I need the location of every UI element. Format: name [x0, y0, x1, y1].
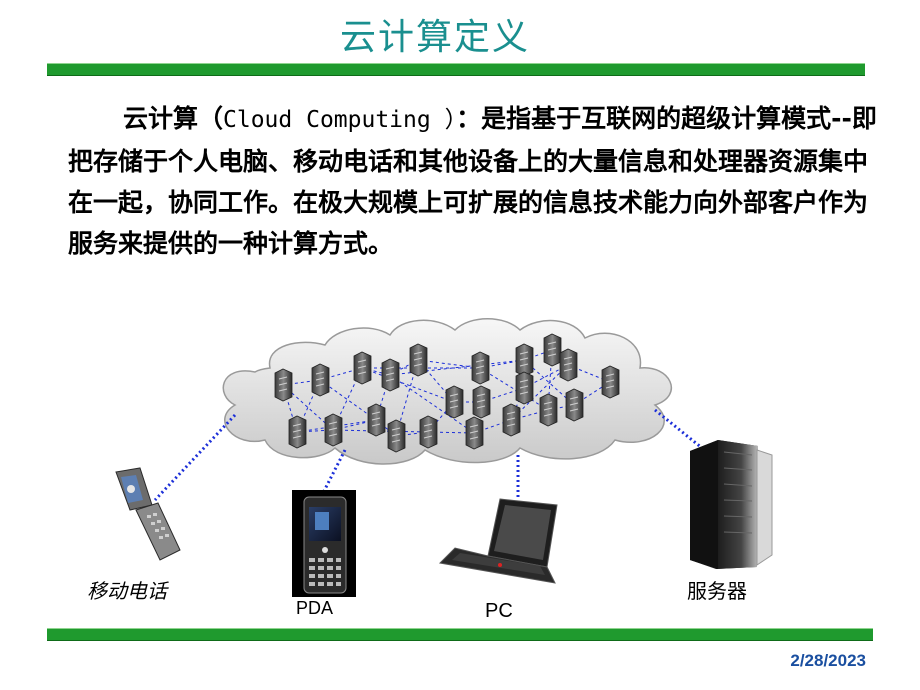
cloud-server-nodes [274, 333, 620, 453]
server-node-icon [288, 415, 307, 449]
slide-date: 2/28/2023 [790, 651, 866, 670]
server-node-icon [381, 358, 400, 392]
server-node-icon [409, 343, 428, 377]
server-node-icon [543, 333, 562, 367]
server-node-icon [274, 368, 293, 402]
link-server [654, 408, 703, 450]
server-node-icon [353, 351, 372, 385]
bottom-divider-bar [47, 628, 873, 641]
mobile-phone-icon [115, 467, 181, 561]
link-pda [320, 449, 347, 496]
server-node-icon [419, 415, 438, 449]
paragraph-latin: Cloud Computing ） [223, 107, 457, 133]
paragraph-lead: 云计算（ [123, 104, 224, 133]
server-node-icon [559, 348, 578, 382]
server-node-icon [601, 365, 620, 399]
server-node-icon [515, 343, 534, 377]
server-rack-icon [690, 440, 773, 569]
server-node-icon [565, 388, 584, 422]
server-node-icon [465, 416, 484, 450]
label-pda: PDA [296, 598, 334, 618]
label-pc: PC [485, 600, 513, 622]
pda-icon [292, 490, 356, 597]
link-mobile [153, 413, 237, 502]
server-node-icon [445, 385, 464, 419]
server-node-icon [471, 351, 490, 385]
label-server: 服务器 [687, 581, 747, 603]
label-mobile: 移动电话 [87, 581, 167, 603]
server-node-icon [367, 403, 386, 437]
server-node-icon [502, 403, 521, 437]
server-node-icon [472, 385, 491, 419]
server-node-icon [515, 371, 534, 405]
top-divider-bar [47, 63, 865, 76]
paragraph-rest: ：是指基于互联网的超级计算模式--即把存储于个人电脑、移动电话和其他设备上的大量… [68, 104, 877, 258]
device-links [153, 408, 703, 502]
definition-paragraph: 云计算（Cloud Computing ）：是指基于互联网的超级计算模式--即把… [68, 98, 878, 264]
server-node-icon [311, 363, 330, 397]
server-node-icon [539, 393, 558, 427]
laptop-icon [438, 498, 558, 584]
slide-title: 云计算定义 [339, 17, 530, 58]
server-node-icon [324, 413, 343, 447]
server-node-icon [387, 419, 406, 453]
